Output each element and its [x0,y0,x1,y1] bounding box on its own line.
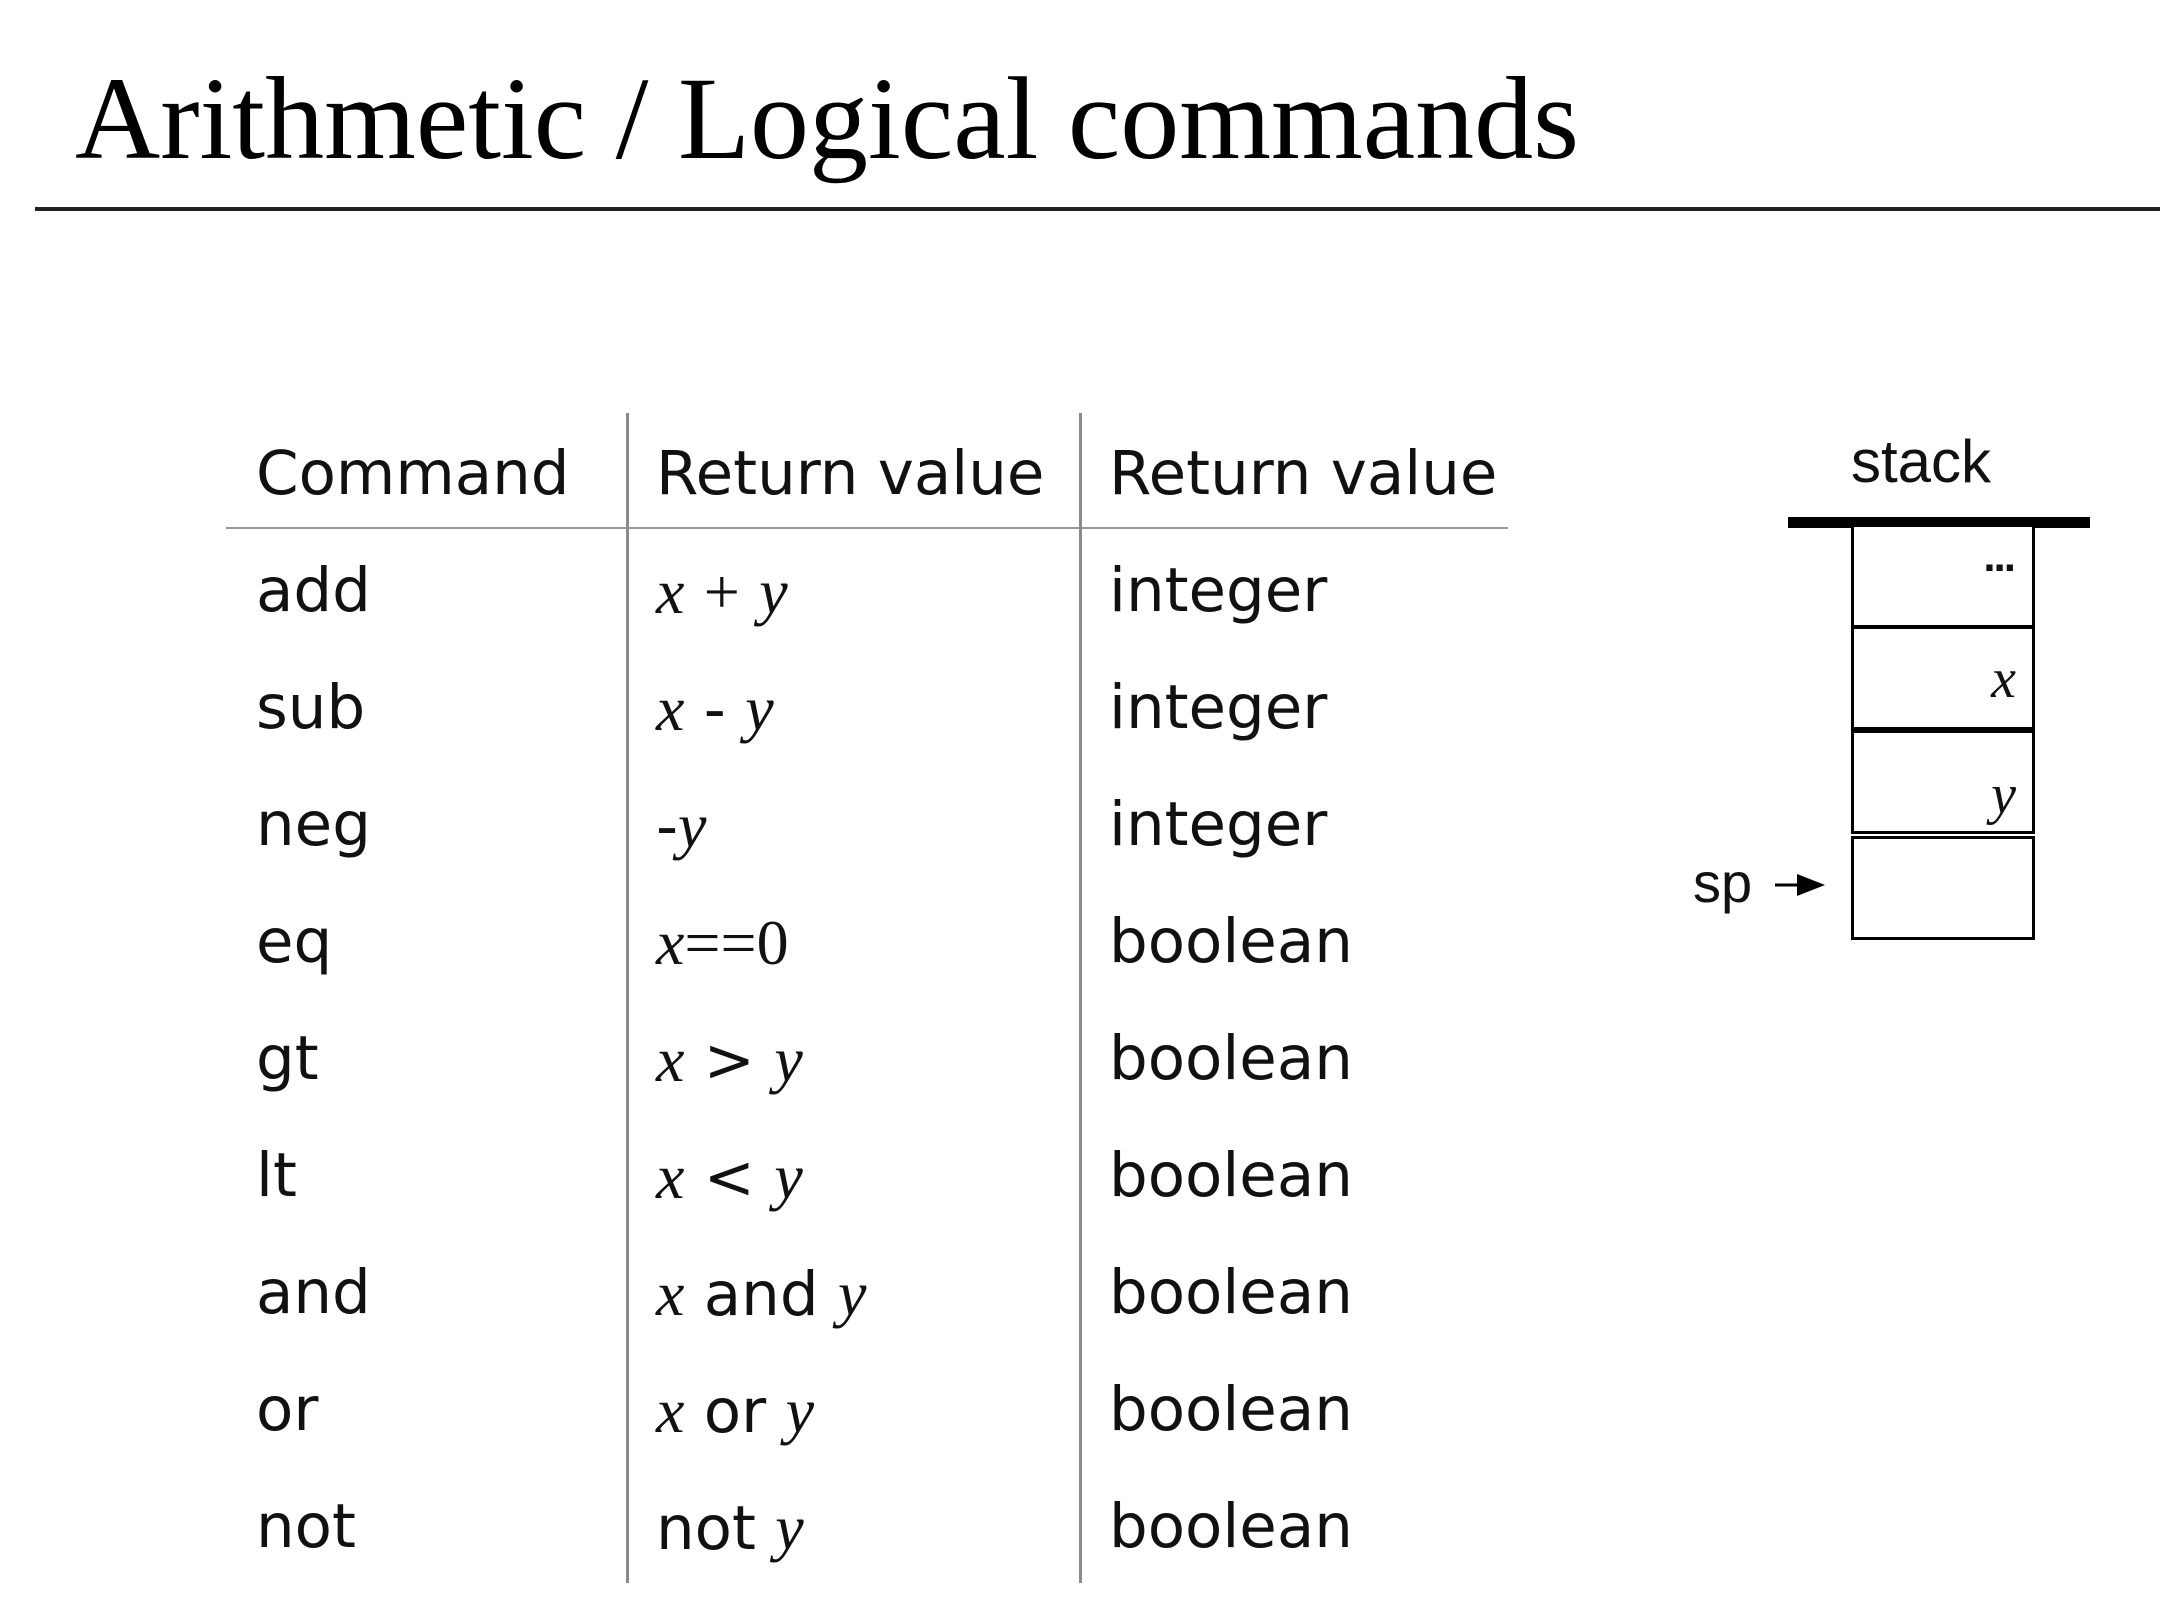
cell-type-gt: boolean [1109,1023,1353,1094]
cell-type-eq: boolean [1109,906,1353,977]
stack-pointer-label: sp [1693,851,1753,914]
cell-expr-or: x or y [656,1375,814,1447]
cell-command-sub: sub [256,672,366,743]
header-return-value-type: Return value [1109,438,1498,509]
stack-cell-x: x [1851,626,2035,730]
cell-type-sub: integer [1109,672,1328,743]
slide-title: Arithmetic / Logical commands [75,53,1580,184]
cell-expr-lt: x < y [656,1141,803,1213]
column-divider-1 [626,413,629,1583]
cell-expr-add: x + y [656,556,788,627]
title-divider [35,207,2160,211]
stack-cell-y-label: y [1991,764,2016,826]
cell-command-neg: neg [256,789,371,860]
cell-expr-eq: x==0 [656,907,789,978]
cell-type-add: integer [1109,555,1328,626]
stack-cell-x-label: x [1991,648,2016,710]
stack-top-bar [1788,517,2090,528]
cell-command-gt: gt [256,1023,319,1094]
ellipsis-icon: ... [1983,532,2016,581]
cell-expr-neg: -y [656,790,707,862]
cell-type-or: boolean [1109,1374,1353,1445]
cell-expr-gt: x > y [656,1024,803,1096]
cell-command-eq: eq [256,906,333,977]
stack-label: stack [1851,428,1992,495]
cell-expr-sub: x - y [656,673,774,745]
cell-expr-and: x and y [656,1258,867,1330]
header-divider [226,527,1508,529]
cell-type-and: boolean [1109,1257,1353,1328]
cell-command-lt: lt [256,1140,297,1211]
cell-expr-not: not y [656,1492,804,1564]
cell-type-lt: boolean [1109,1140,1353,1211]
header-command: Command [256,438,570,509]
stack-cell-y: y [1851,730,2035,834]
cell-command-and: and [256,1257,371,1328]
stack-cell-ellipsis: ... [1851,524,2035,628]
stack-cell-empty [1851,836,2035,940]
header-return-value-expression: Return value [656,438,1045,509]
column-divider-2 [1079,413,1082,1583]
cell-type-neg: integer [1109,789,1328,860]
cell-command-or: or [256,1374,319,1445]
cell-type-not: boolean [1109,1491,1353,1562]
cell-command-not: not [256,1491,356,1562]
cell-command-add: add [256,555,371,626]
arrow-right-icon [1775,874,1825,896]
